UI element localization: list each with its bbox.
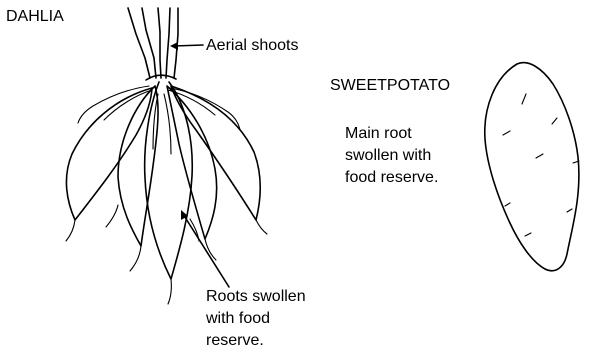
dahlia-aerial-shoot <box>142 8 156 78</box>
aerial-shoots-arrowhead <box>170 42 178 50</box>
dahlia-root-tip <box>168 279 171 304</box>
dahlia-illustration <box>66 8 267 304</box>
sweet-potato-eye-mark <box>522 94 526 104</box>
dahlia-aerial-shoot <box>166 8 170 78</box>
roots-swollen-pointer <box>181 210 229 287</box>
sweet-potato-outline <box>485 63 579 271</box>
sweet-potato-eye-mark <box>552 118 557 124</box>
aerial-shoots-pointer <box>170 42 203 50</box>
sweet-potato-eye-mark <box>567 209 572 212</box>
dahlia-fine-root <box>78 86 149 123</box>
dahlia-aerial-shoot <box>128 8 150 78</box>
aerial-shoots-arrow-line <box>174 45 203 46</box>
sweet-potato-eye-mark <box>505 203 510 206</box>
roots-swollen-arrow-line <box>183 214 229 287</box>
sweet-potato-illustration <box>485 63 579 271</box>
dahlia-root-tip <box>106 205 118 227</box>
dahlia-tuber <box>118 86 158 246</box>
dahlia-central-tuber <box>145 82 193 279</box>
dahlia-tuber <box>66 88 152 220</box>
sweet-potato-eye-mark <box>536 154 543 158</box>
sweet-potato-eye-mark <box>503 131 510 135</box>
dahlia-aerial-shoot <box>158 8 161 78</box>
dahlia-root-tip <box>130 246 141 271</box>
dahlia-root-tip <box>256 220 267 234</box>
dahlia-root-tip <box>66 220 75 241</box>
sweet-potato-eye-mark <box>525 233 531 236</box>
